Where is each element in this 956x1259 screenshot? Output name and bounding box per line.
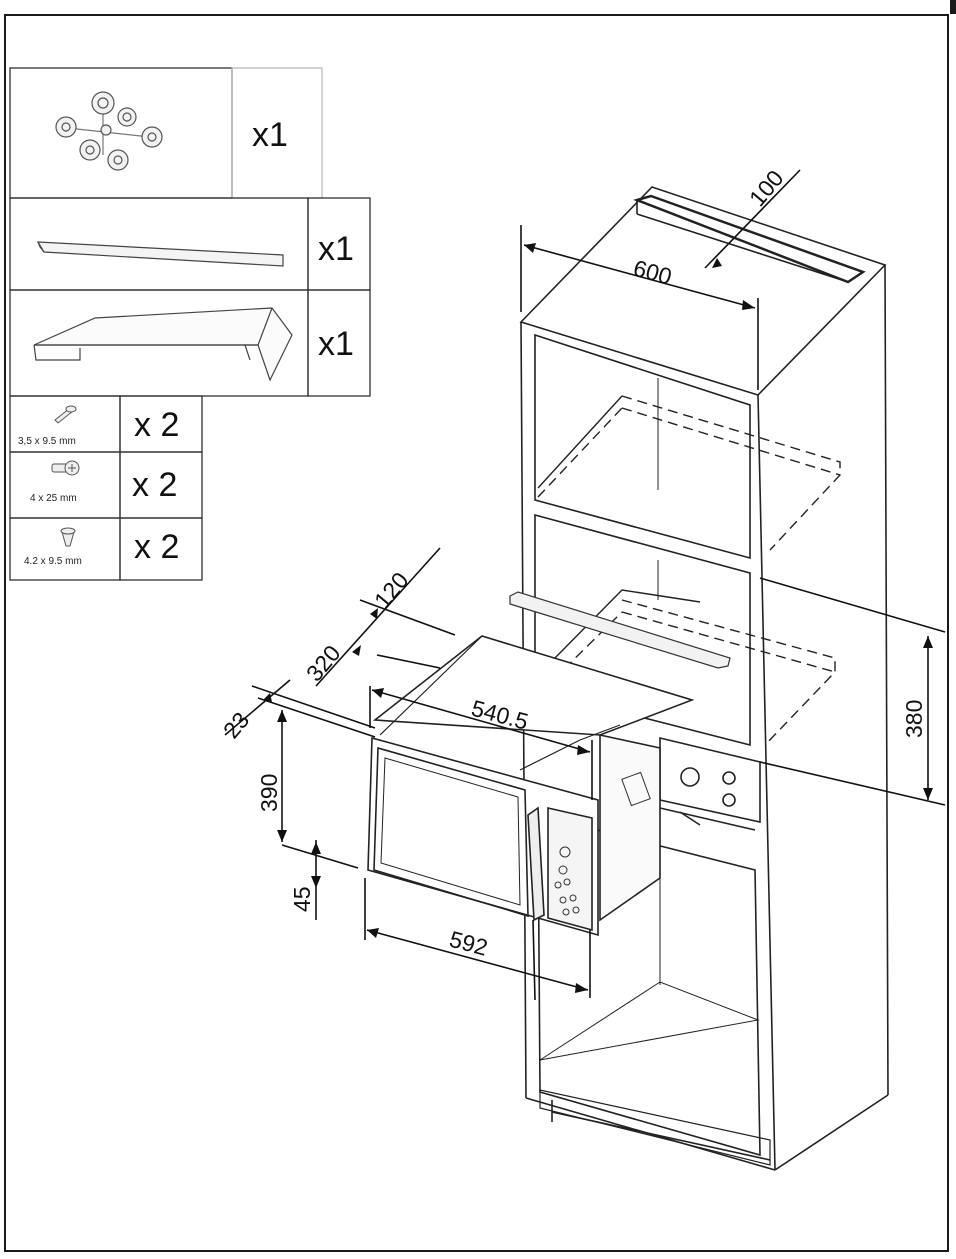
dimension-lines: [224, 169, 946, 1001]
knob-icon: [558, 865, 568, 875]
screw-size: 3,5 x 9.5 mm: [18, 436, 76, 447]
oven-knob-icon: [680, 767, 736, 807]
diagram-frame: [4, 14, 949, 1252]
dim-frame-offset: 23: [218, 707, 254, 743]
bracket-strip-icon: [36, 241, 284, 267]
rail-piece: [509, 591, 731, 669]
screw-icon: [54, 405, 77, 424]
screw-qty: x 2: [134, 406, 180, 444]
screw-icon: [60, 527, 76, 547]
dim-depth: 320: [301, 640, 346, 686]
part-qty: x1: [318, 325, 354, 363]
part-qty: x1: [252, 116, 288, 154]
dimension-arrows: [263, 243, 933, 993]
dim-appliance-width: 592: [447, 926, 491, 961]
knob-icon: [559, 846, 571, 858]
screw-qty: x 2: [134, 528, 180, 566]
screw-size: 4 x 25 mm: [30, 493, 77, 504]
screw-qty: x 2: [132, 466, 178, 504]
part-qty: x1: [318, 230, 354, 268]
dim-niche-height: 380: [901, 700, 927, 738]
dim-cabinet-width: 600: [631, 255, 675, 290]
page-corner-mark: [950, 0, 956, 14]
screw-size: 4.2 x 9.5 mm: [24, 556, 82, 567]
screw-icon: [51, 460, 80, 476]
dim-base-offset: 45: [289, 886, 315, 912]
dim-top-opening: 100: [744, 165, 789, 211]
microwave: [367, 635, 695, 937]
shelf-dashed: [537, 395, 841, 746]
roller-ring-icon: [55, 91, 163, 171]
trim-panel-icon: [33, 307, 293, 382]
side-handle: [621, 771, 651, 807]
cabinet: [519, 186, 889, 1171]
dim-height: 390: [256, 774, 282, 812]
